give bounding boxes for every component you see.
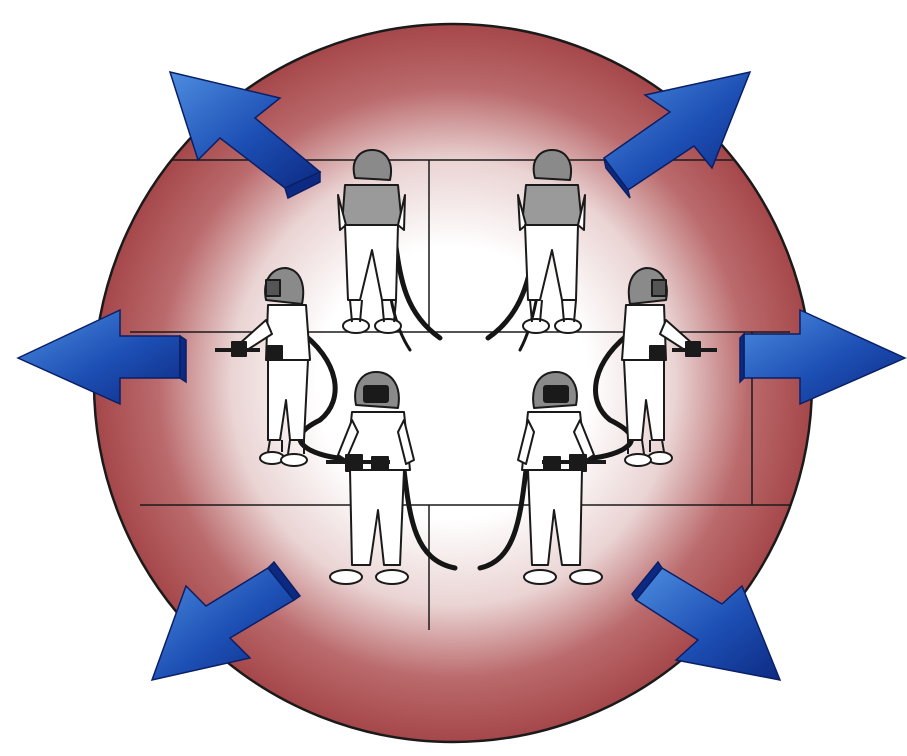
arrow-up-left-icon [168,70,322,200]
worker-side-left [215,267,311,467]
arrow-up-right-icon [602,70,752,199]
arrows [16,70,907,682]
arrow-down-right-icon [631,560,782,681]
worker-front-left [326,371,415,585]
worker-front-right [517,371,606,585]
arrow-right-icon [739,308,907,406]
arrow-left-icon [16,308,187,406]
arrow-down-left-icon [150,560,302,682]
worker-back-right [517,149,586,334]
blast-hoses [295,217,637,571]
worker-side-right [621,267,717,467]
worker-back-left [337,149,406,334]
